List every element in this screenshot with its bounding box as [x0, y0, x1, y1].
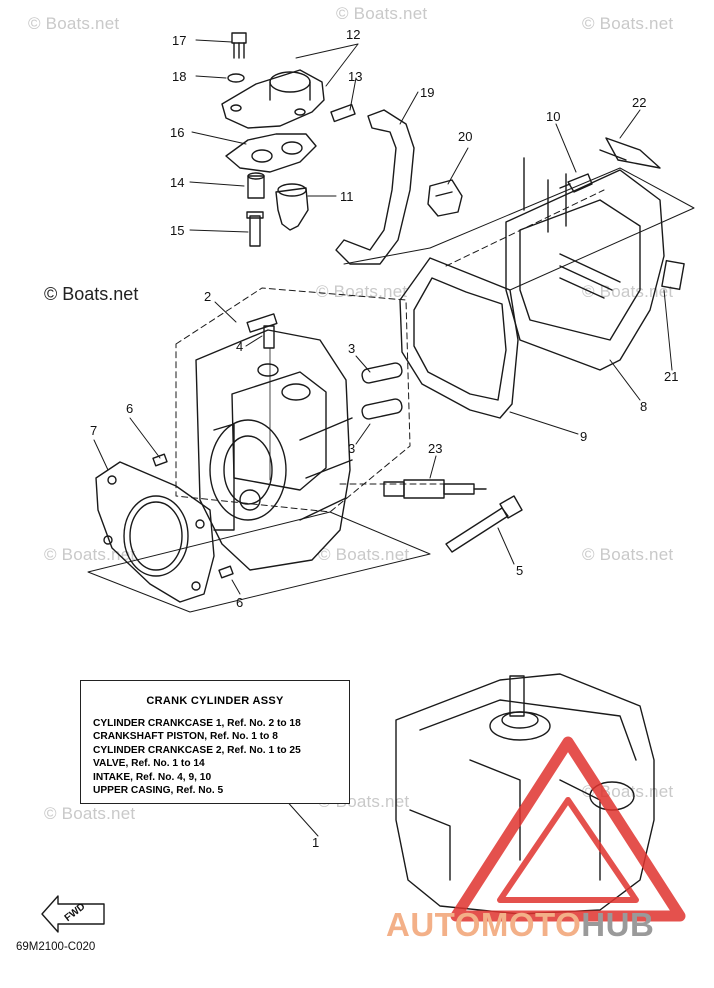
callout: 2 — [204, 289, 212, 304]
reference-line: VALVE, Ref. No. 1 to 14 — [93, 758, 205, 770]
long-bolt-5 — [445, 495, 523, 553]
callout: 22 — [632, 95, 647, 110]
callout: 3 — [348, 341, 356, 356]
crankcase-1 — [395, 673, 655, 915]
gasket-21 — [661, 259, 685, 291]
watermark: © Boats.net — [44, 545, 136, 564]
watermark: © Boats.net — [318, 545, 410, 564]
reference-line: UPPER CASING, Ref. No. 5 — [93, 785, 224, 797]
spark-plug-23 — [383, 479, 487, 499]
reference-box-title: CRANK CYLINDER ASSY — [146, 695, 284, 707]
reference-line: CYLINDER CRANKCASE 1, Ref. No. 2 to 18 — [93, 718, 301, 729]
nipple-4 — [246, 313, 278, 349]
logo-part2: HUB — [581, 906, 655, 943]
gasket-9 — [399, 257, 519, 419]
dowel-pin-3a — [361, 362, 403, 384]
callout: 20 — [458, 129, 473, 144]
callout: 7 — [90, 423, 98, 438]
thermostat-cover-12 — [221, 69, 325, 129]
callout: 3 — [348, 441, 356, 456]
reference-line: CRANKSHAFT PISTON, Ref. No. 1 to 8 — [93, 731, 278, 743]
assembly-reference-box: CRANK CYLINDER ASSY CYLINDER CRANKCASE 1… — [80, 680, 350, 804]
nipple-13 — [330, 103, 356, 123]
callout: 17 — [172, 33, 187, 48]
reference-line: INTAKE, Ref. No. 4, 9, 10 — [93, 771, 212, 783]
intake-cover-8 — [505, 157, 665, 371]
callout: 23 — [428, 441, 443, 456]
callout: 10 — [546, 109, 561, 124]
brand-logo: AUTOMOTOHUB — [386, 906, 654, 944]
callout: 11 — [340, 189, 354, 204]
thermostat-11 — [275, 183, 309, 231]
cylinder-2 — [195, 329, 353, 571]
callout: 6 — [236, 595, 244, 610]
watermark: © Boats.net — [582, 545, 674, 564]
brand-triangle — [450, 736, 686, 922]
callout: 19 — [420, 85, 435, 100]
washer-18 — [227, 73, 245, 83]
assembly-boundary — [175, 189, 605, 513]
callout: 1 — [312, 835, 320, 850]
callout: 4 — [236, 339, 244, 354]
callout: 6 — [126, 401, 134, 416]
callout: 13 — [348, 69, 363, 84]
diagram-part-code: 69M2100-C020 — [16, 941, 96, 953]
fwd-arrow-icon — [41, 895, 105, 933]
callout: 12 — [346, 27, 361, 42]
reference-line: CYLINDER CRANKCASE 2, Ref. No. 1 to 25 — [93, 744, 301, 756]
callout: 21 — [664, 369, 679, 384]
callout: 5 — [516, 563, 524, 578]
copyright-notice: © Boats.net — [44, 284, 139, 304]
callout: 9 — [580, 429, 588, 444]
watermark: © Boats.net — [336, 4, 428, 23]
collar-14 — [247, 172, 265, 199]
hose-19 — [335, 109, 415, 265]
bolt-10 — [559, 173, 593, 193]
head-gasket-7 — [95, 461, 215, 603]
ground-plates — [87, 167, 695, 613]
bolt-17 — [231, 32, 247, 59]
clip-20 — [427, 179, 463, 217]
watermark: © Boats.net — [316, 282, 408, 301]
watermark: © Boats.net — [44, 804, 136, 823]
bolt-15 — [246, 211, 264, 247]
callout: 14 — [170, 175, 185, 190]
logo-part1: AUTOMOTO — [386, 906, 582, 943]
reference-list: CYLINDER CRANKCASE 1, Ref. No. 2 to 18 C… — [93, 717, 301, 797]
watermark: © Boats.net — [582, 14, 674, 33]
pin-6b — [218, 565, 234, 579]
pin-6a — [152, 453, 168, 467]
callout: 15 — [170, 223, 185, 238]
callout: 18 — [172, 69, 187, 84]
dowel-pin-3b — [361, 398, 403, 420]
callout: 8 — [640, 399, 648, 414]
callout: 16 — [170, 125, 185, 140]
gasket-16 — [225, 133, 317, 173]
watermark: © Boats.net — [28, 14, 120, 33]
gasket-22 — [599, 137, 661, 169]
